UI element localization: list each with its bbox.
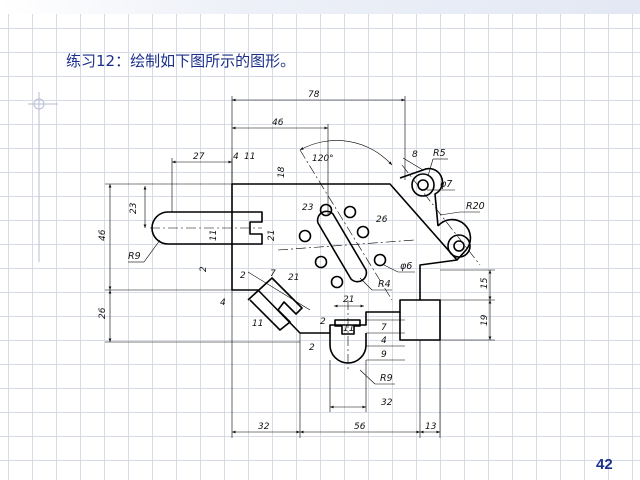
dim-7-diag: 7 xyxy=(270,269,276,279)
label-phi6: φ6 xyxy=(400,261,412,272)
label-r20: R20 xyxy=(466,201,485,212)
page-number: 42 xyxy=(596,456,613,473)
exercise-title: 练习12：绘制如下图所示的图形。 xyxy=(66,52,296,70)
label-phi7: φ7 xyxy=(440,179,452,190)
dim-9-right: 9 xyxy=(381,350,387,360)
dim-2-bottom-right: 2 xyxy=(309,343,315,353)
extension-lines xyxy=(105,96,495,438)
dim-18: 18 xyxy=(277,166,287,178)
dim-26-left: 26 xyxy=(98,307,108,319)
label-r4: R4 xyxy=(378,279,391,290)
dim-13: 13 xyxy=(425,422,437,432)
part-outline xyxy=(151,167,472,364)
dim-78: 78 xyxy=(308,90,320,100)
dim-27: 27 xyxy=(193,152,205,162)
dim-11-top: 11 xyxy=(244,152,255,162)
dim-4-right: 4 xyxy=(381,336,387,346)
dim-32: 32 xyxy=(258,422,270,432)
dim-4-diag: 4 xyxy=(220,298,226,308)
dim-23-hole: 23 xyxy=(302,203,314,213)
dim-2-bottom-left: 2 xyxy=(320,317,326,327)
dim-7-right: 7 xyxy=(381,323,387,333)
dim-4: 4 xyxy=(233,152,239,162)
dimension-lines xyxy=(108,98,492,434)
feature-labels: R5 φ7 R20 R9 φ6 R4 R9 xyxy=(128,148,485,384)
dim-21-diag: 21 xyxy=(288,273,299,283)
dim-19-right: 19 xyxy=(480,314,490,326)
dim-2-diag: 2 xyxy=(240,271,246,281)
dim-8: 8 xyxy=(412,150,418,160)
dim-2-slot: 2 xyxy=(199,266,209,272)
dim-120-degree: 120° xyxy=(312,154,334,164)
label-r9-bottom: R9 xyxy=(380,373,393,384)
leader-lines xyxy=(128,158,480,385)
dim-23-left: 23 xyxy=(129,202,139,214)
dim-26-hole: 26 xyxy=(376,215,388,225)
dim-46: 46 xyxy=(272,118,284,128)
dim-11-bottom: 11 xyxy=(343,324,354,334)
label-r5: R5 xyxy=(433,148,446,159)
dim-11-diag: 11 xyxy=(252,319,263,329)
dim-11-slot: 11 xyxy=(209,230,219,241)
dim-21-bottom: 21 xyxy=(343,295,354,305)
dim-21-slot: 21 xyxy=(267,230,277,241)
slide-header-band xyxy=(0,0,640,14)
registration-mark-icon xyxy=(28,92,58,262)
dim-32-low: 32 xyxy=(381,398,393,408)
dim-15-right: 15 xyxy=(480,277,490,289)
label-r9-left: R9 xyxy=(128,251,141,262)
dimension-texts: 78 46 27 4 11 18 120° 8 23 46 26 11 21 2… xyxy=(98,90,490,432)
dim-56: 56 xyxy=(354,422,366,432)
dim-46-left: 46 xyxy=(98,229,108,241)
